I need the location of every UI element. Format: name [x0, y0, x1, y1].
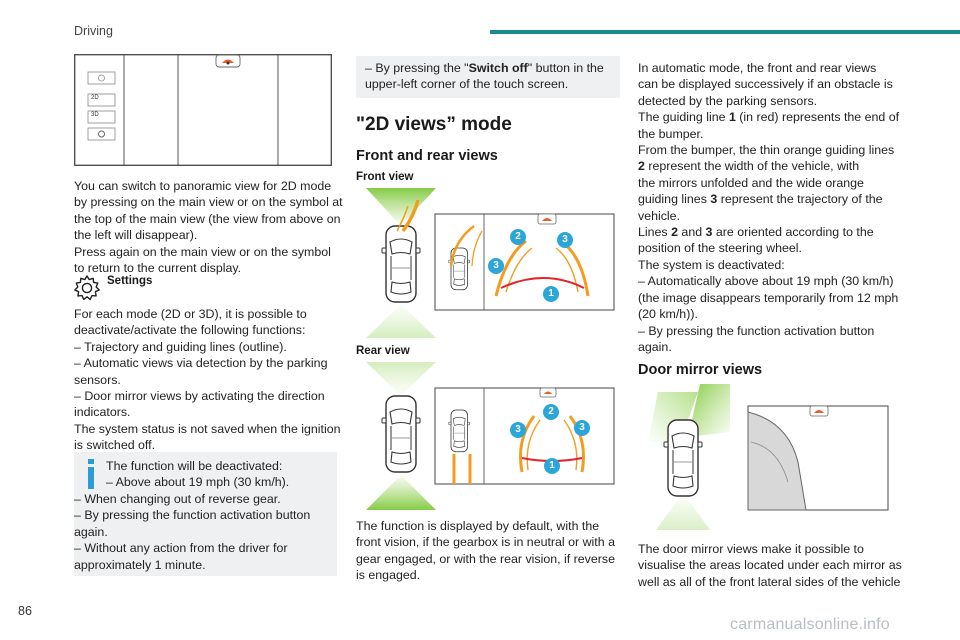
rear-view-illustration: 2 3 3 1	[356, 360, 620, 515]
front-view-illustration: 2 3 3 1	[356, 186, 620, 340]
left-intro-text: You can switch to panoramic view for 2D …	[74, 179, 343, 276]
info-line: again.	[74, 524, 108, 539]
callout-2: 2	[543, 404, 559, 420]
front-view-label: Front view	[356, 171, 414, 183]
section-title-2d-views: "2D views” mode	[356, 114, 512, 135]
screen-button-3d: 3D	[91, 112, 99, 118]
info-line: – Without any action from the driver for	[74, 541, 288, 556]
subtitle-front-rear: Front and rear views	[356, 148, 498, 164]
door-mirror-title: Door mirror views	[638, 362, 763, 378]
info-icon	[86, 459, 95, 489]
info-line: The function will be deactivated:	[106, 459, 283, 473]
screen-button-2d: 2D	[91, 95, 99, 101]
touchscreen-illustration: 2D 3D	[74, 54, 332, 166]
watermark: carmanualsonline.info	[730, 616, 890, 633]
header-accent-bar	[490, 30, 960, 34]
gear-icon	[72, 273, 102, 303]
settings-text: For each mode (2D or 3D), it is possible…	[74, 307, 341, 453]
page-number: 86	[18, 604, 32, 618]
info-line: – When changing out of reverse gear.	[74, 492, 281, 506]
callout-2: 2	[510, 229, 526, 245]
header-section-label: Driving	[74, 24, 113, 38]
callout-1: 1	[543, 286, 559, 302]
middle-bottom-text: The function is displayed by default, wi…	[356, 519, 615, 583]
settings-title: Settings	[107, 275, 153, 287]
right-body-text: In automatic mode, the front and rear vi…	[638, 61, 900, 354]
door-mirror-text: The door mirror views make it possible t…	[638, 542, 902, 589]
callout-3: 3	[574, 420, 590, 436]
callout-3: 3	[488, 258, 504, 274]
info-box: The function will be deactivated: – Abov…	[74, 452, 337, 576]
callout-3: 3	[557, 232, 573, 248]
rear-view-label: Rear view	[356, 345, 410, 357]
door-mirror-illustration	[638, 382, 898, 532]
callout-3: 3	[510, 422, 526, 438]
info-line: approximately 1 minute.	[74, 557, 206, 572]
switch-off-box: – By pressing the "Switch off" button in…	[356, 56, 620, 98]
info-line: – Above about 19 mph (30 km/h).	[106, 475, 290, 490]
info-line: – By pressing the function activation bu…	[74, 508, 311, 523]
callout-1: 1	[544, 458, 560, 474]
